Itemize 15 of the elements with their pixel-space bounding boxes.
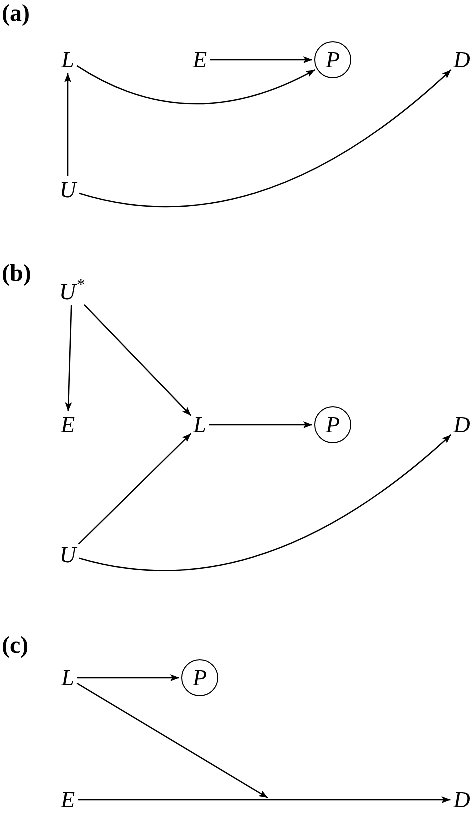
arrow [76, 65, 316, 105]
panel-label: (a) [2, 2, 30, 26]
panel-label: (c) [2, 634, 29, 658]
arrow [210, 56, 312, 64]
arrow [79, 70, 452, 208]
arrow [78, 433, 192, 545]
arrow [79, 434, 452, 572]
arrow [64, 74, 72, 176]
arrow [65, 305, 72, 412]
arrow [77, 674, 180, 682]
arrow [76, 682, 268, 799]
arrow [78, 796, 451, 804]
panel-label: (b) [2, 262, 32, 286]
arrow [209, 422, 312, 428]
arrow [84, 304, 192, 416]
